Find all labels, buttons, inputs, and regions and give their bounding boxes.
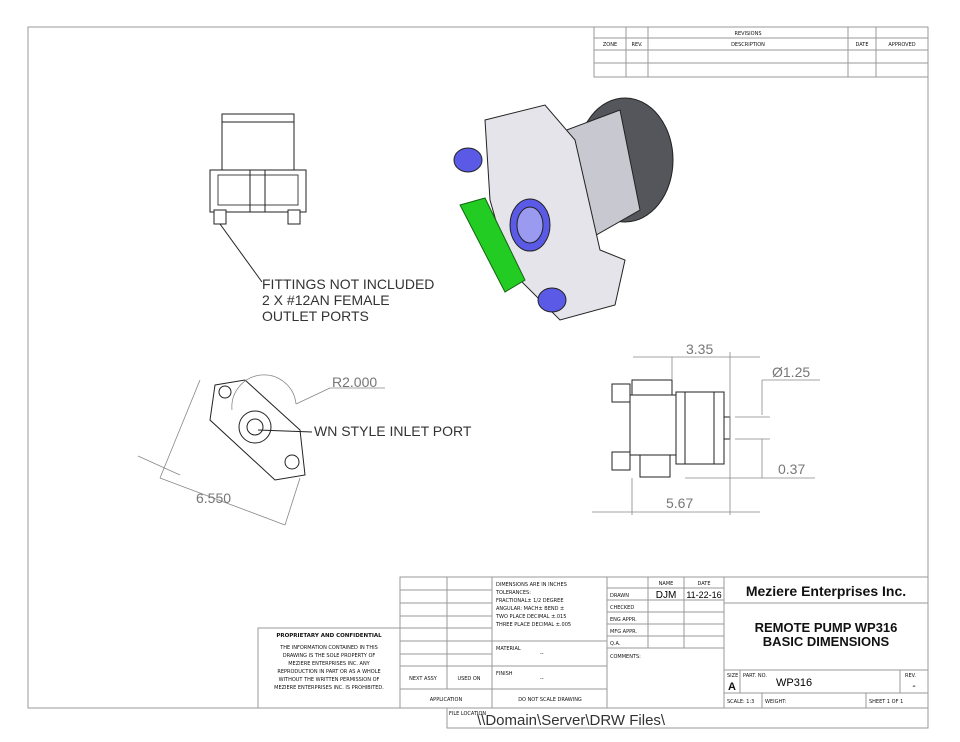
fitting-bottom: [537, 287, 567, 313]
rev-header-description: DESCRIPTION: [731, 42, 765, 48]
proprietary-title: PROPRIETARY AND CONFIDENTIAL: [276, 633, 382, 639]
rev-header-date: DATE: [855, 42, 868, 48]
part-no-label: PART. NO.: [743, 673, 767, 679]
svg-text:DRAWING IS THE SOLE PROPERTY O: DRAWING IS THE SOLE PROPERTY OF: [283, 653, 376, 659]
svg-text:THREE PLACE DECIMAL ±.005: THREE PLACE DECIMAL ±.005: [495, 622, 571, 628]
title-block: PROPRIETARY AND CONFIDENTIAL THE INFORMA…: [257, 576, 929, 729]
file-location-path: \\Domain\Server\DRW Files\: [477, 712, 666, 729]
rev-header-zone: ZONE: [603, 42, 617, 48]
revisions-title: REVISIONS: [734, 31, 761, 37]
svg-text:ANGULAR: MACH± BEND ±: ANGULAR: MACH± BEND ±: [496, 606, 564, 612]
svg-text:REPRODUCTION IN PART OR AS A W: REPRODUCTION IN PART OR AS A WHOLE: [277, 669, 380, 675]
company-name: Meziere Enterprises Inc.: [746, 583, 906, 599]
svg-text:DIMENSIONS ARE IN INCHES: DIMENSIONS ARE IN INCHES: [496, 582, 567, 588]
checked-label: CHECKED: [610, 605, 634, 611]
rev-label: REV.: [905, 673, 916, 679]
qa-label: Q.A.: [610, 641, 621, 647]
do-not-scale-label: DO NOT SCALE DRAWING: [518, 697, 582, 703]
scale-label: SCALE: 1:3: [727, 699, 754, 705]
mfg-appr-label: MFG APPR.: [610, 629, 637, 635]
front-view: [209, 113, 307, 225]
svg-text:FRACTIONAL± 1/2 DEGREE: FRACTIONAL± 1/2 DEGREE: [496, 598, 563, 604]
eng-appr-label: ENG APPR.: [610, 617, 637, 623]
finish-label: FINISH: [496, 671, 513, 677]
next-assy-label: NEXT ASSY: [409, 676, 438, 682]
length-dimension-5-67: 5.67: [666, 495, 693, 511]
drawn-label: DRAWN: [610, 593, 629, 599]
inlet-note: WN STYLE INLET PORT: [314, 423, 472, 439]
svg-text:THE INFORMATION CONTAINED IN T: THE INFORMATION CONTAINED IN THIS: [279, 645, 378, 651]
finish-value: --: [540, 676, 544, 682]
part-no-value: WP316: [776, 677, 812, 689]
offset-dimension: 0.37: [778, 461, 805, 477]
drawn-name: DJM: [656, 590, 677, 601]
material-label: MATERIAL: [496, 646, 521, 652]
diameter-dimension: Ø1.25: [772, 364, 810, 380]
name-header: NAME: [659, 581, 674, 587]
size-label: SIZE: [727, 673, 738, 679]
svg-text:OUTLET PORTS: OUTLET PORTS: [262, 308, 369, 324]
length-dimension-3-35: 3.35: [686, 341, 713, 357]
fitting-top: [453, 147, 483, 173]
weight-label: WEIGHT:: [765, 699, 787, 705]
side-view: [592, 352, 820, 515]
rev-header-approved: APPROVED: [888, 42, 915, 48]
rev-value: -: [912, 681, 915, 692]
svg-text:2 X #12AN FEMALE: 2 X #12AN FEMALE: [262, 292, 390, 308]
drawing-title-line1: REMOTE PUMP WP316: [755, 620, 898, 635]
svg-text:WITHOUT THE WRITTEN PERMISSION: WITHOUT THE WRITTEN PERMISSION OF: [279, 677, 380, 683]
drawn-date: 11-22-16: [686, 590, 721, 600]
rev-header-rev: REV.: [632, 42, 643, 48]
svg-text:FITTINGS NOT INCLUDED: FITTINGS NOT INCLUDED: [262, 276, 434, 292]
comments-label: COMMENTS:: [610, 654, 641, 660]
date-header: DATE: [697, 581, 710, 587]
tolerances-text: DIMENSIONS ARE IN INCHES TOLERANCES: FRA…: [495, 582, 571, 628]
fittings-note: FITTINGS NOT INCLUDED 2 X #12AN FEMALE O…: [262, 276, 434, 324]
application-label: APPLICATION: [430, 697, 463, 703]
isometric-view: [453, 97, 674, 321]
proprietary-text: THE INFORMATION CONTAINED IN THIS DRAWIN…: [274, 645, 384, 691]
material-value: --: [540, 651, 544, 657]
svg-text:TOLERANCES:: TOLERANCES:: [495, 590, 531, 596]
size-value: A: [728, 681, 736, 693]
radius-dimension: R2.000: [332, 374, 377, 390]
svg-text:MEZIERE ENTERPRISES INC. ANY: MEZIERE ENTERPRISES INC. ANY: [288, 661, 370, 667]
svg-text:MEZIERE ENTERPRISES INC. IS PR: MEZIERE ENTERPRISES INC. IS PROHIBITED.: [274, 685, 384, 691]
inlet-view: [137, 374, 385, 526]
sheet-label: SHEET 1 OF 1: [869, 699, 903, 705]
diagonal-dimension: 6.550: [196, 490, 231, 506]
bracket: [459, 197, 526, 293]
drawing-title-line2: BASIC DIMENSIONS: [763, 634, 890, 649]
svg-text:TWO PLACE DECIMAL ±.015: TWO PLACE DECIMAL ±.015: [495, 614, 566, 620]
file-location-label: FILE LOCATION: [449, 711, 486, 717]
fittings-leader-line: [219, 223, 263, 283]
revision-table: REVISIONS ZONE REV. DESCRIPTION DATE APP…: [593, 26, 929, 78]
used-on-label: USED ON: [457, 676, 480, 682]
